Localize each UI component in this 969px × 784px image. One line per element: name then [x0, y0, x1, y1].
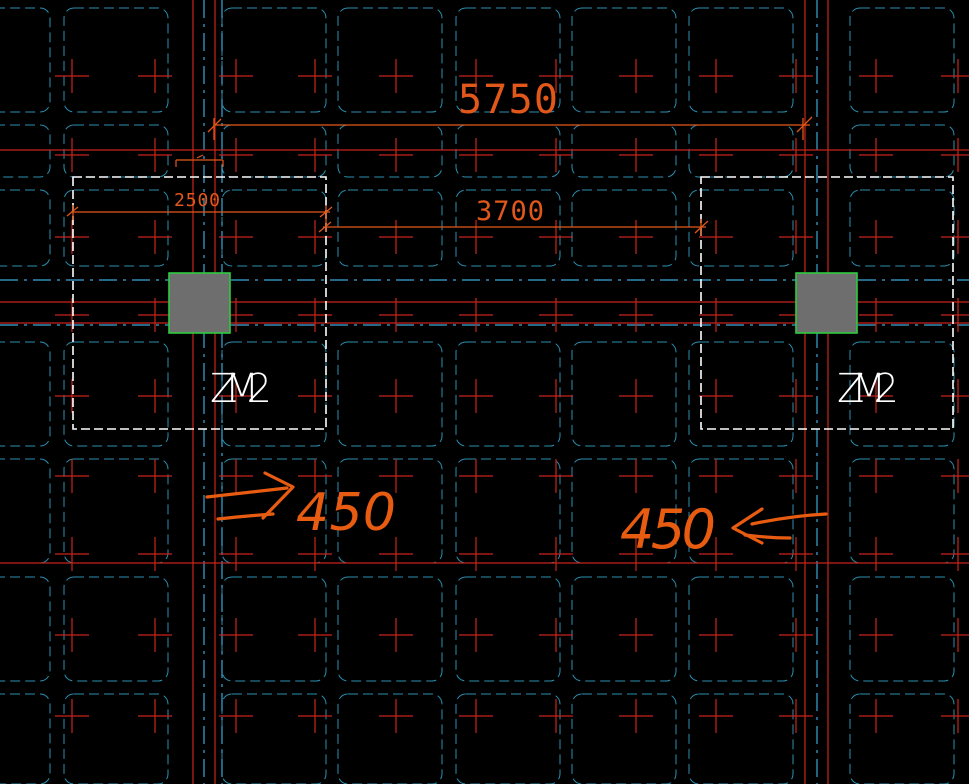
- slab-panel-outline: [337, 124, 443, 178]
- slab-panel-outline: [337, 693, 443, 784]
- slab-panel-outline: [337, 341, 443, 447]
- slab-panel-outline: [221, 7, 327, 113]
- slab-panel-outline: [337, 7, 443, 113]
- slab-panel-outline: [688, 693, 794, 784]
- slab-panel-outline: [849, 189, 955, 267]
- panel-center-marks: [55, 59, 969, 733]
- slab-panel-outline: [849, 341, 955, 447]
- foundation-label-left[interactable]: ZM2: [210, 366, 272, 412]
- dimension-clear-distance[interactable]: [318, 219, 709, 236]
- foundation-label-right[interactable]: ZM2: [837, 366, 899, 412]
- slab-panel-outline: [337, 576, 443, 682]
- slab-panel-outline: [688, 189, 794, 267]
- dimension-total[interactable]: [207, 116, 813, 140]
- slab-panel-outline: [455, 341, 561, 447]
- annotation-right-offset: 450: [620, 498, 716, 561]
- slab-panel-outline: [571, 576, 677, 682]
- dimension-foundation-width-text: 2500: [174, 190, 220, 211]
- slab-panel-outline: [63, 7, 169, 113]
- slab-panel-outline: [455, 189, 561, 267]
- slab-panel-outline: [63, 576, 169, 682]
- slab-panel-outline: [849, 576, 955, 682]
- slab-panel-outline: [849, 7, 955, 113]
- dimension-small-offset: [175, 154, 224, 167]
- slab-panel-outline: [221, 576, 327, 682]
- annotation-left-offset: 450: [296, 483, 396, 543]
- slab-panel-outline: [455, 7, 561, 113]
- slab-panel-outline: [455, 124, 561, 178]
- slab-panel-outline: [63, 341, 169, 447]
- dimension-clear-distance-text: 3700: [476, 196, 544, 227]
- arrow-left-icon: [731, 507, 828, 545]
- slab-panel-outline: [0, 124, 51, 178]
- foundation-outline-left[interactable]: [72, 176, 327, 430]
- slab-panel-outline: [571, 341, 677, 447]
- slab-panel-outline: [849, 693, 955, 784]
- slab-panel-outline: [63, 693, 169, 784]
- slab-panel-outline: [571, 7, 677, 113]
- dimension-foundation-width[interactable]: [66, 205, 333, 232]
- foundation-outline-right[interactable]: [700, 176, 954, 430]
- column-right[interactable]: [795, 272, 858, 334]
- slab-panel-outline: [688, 576, 794, 682]
- slab-panel-outline: [455, 576, 561, 682]
- slab-panel-outline: [63, 189, 169, 267]
- arrow-right-icon: [205, 471, 295, 521]
- slab-panel-outline: [571, 124, 677, 178]
- column-left[interactable]: [168, 272, 231, 334]
- slab-panel-outline: [455, 693, 561, 784]
- slab-panel-outline: [571, 693, 677, 784]
- slab-panel-outline: [0, 693, 51, 784]
- slab-panel-outline: [337, 189, 443, 267]
- slab-panel-outline: [688, 341, 794, 447]
- slab-panel-outline: [571, 189, 677, 267]
- dimension-total-text: 5750: [458, 77, 558, 123]
- slab-panel-outline: [688, 7, 794, 113]
